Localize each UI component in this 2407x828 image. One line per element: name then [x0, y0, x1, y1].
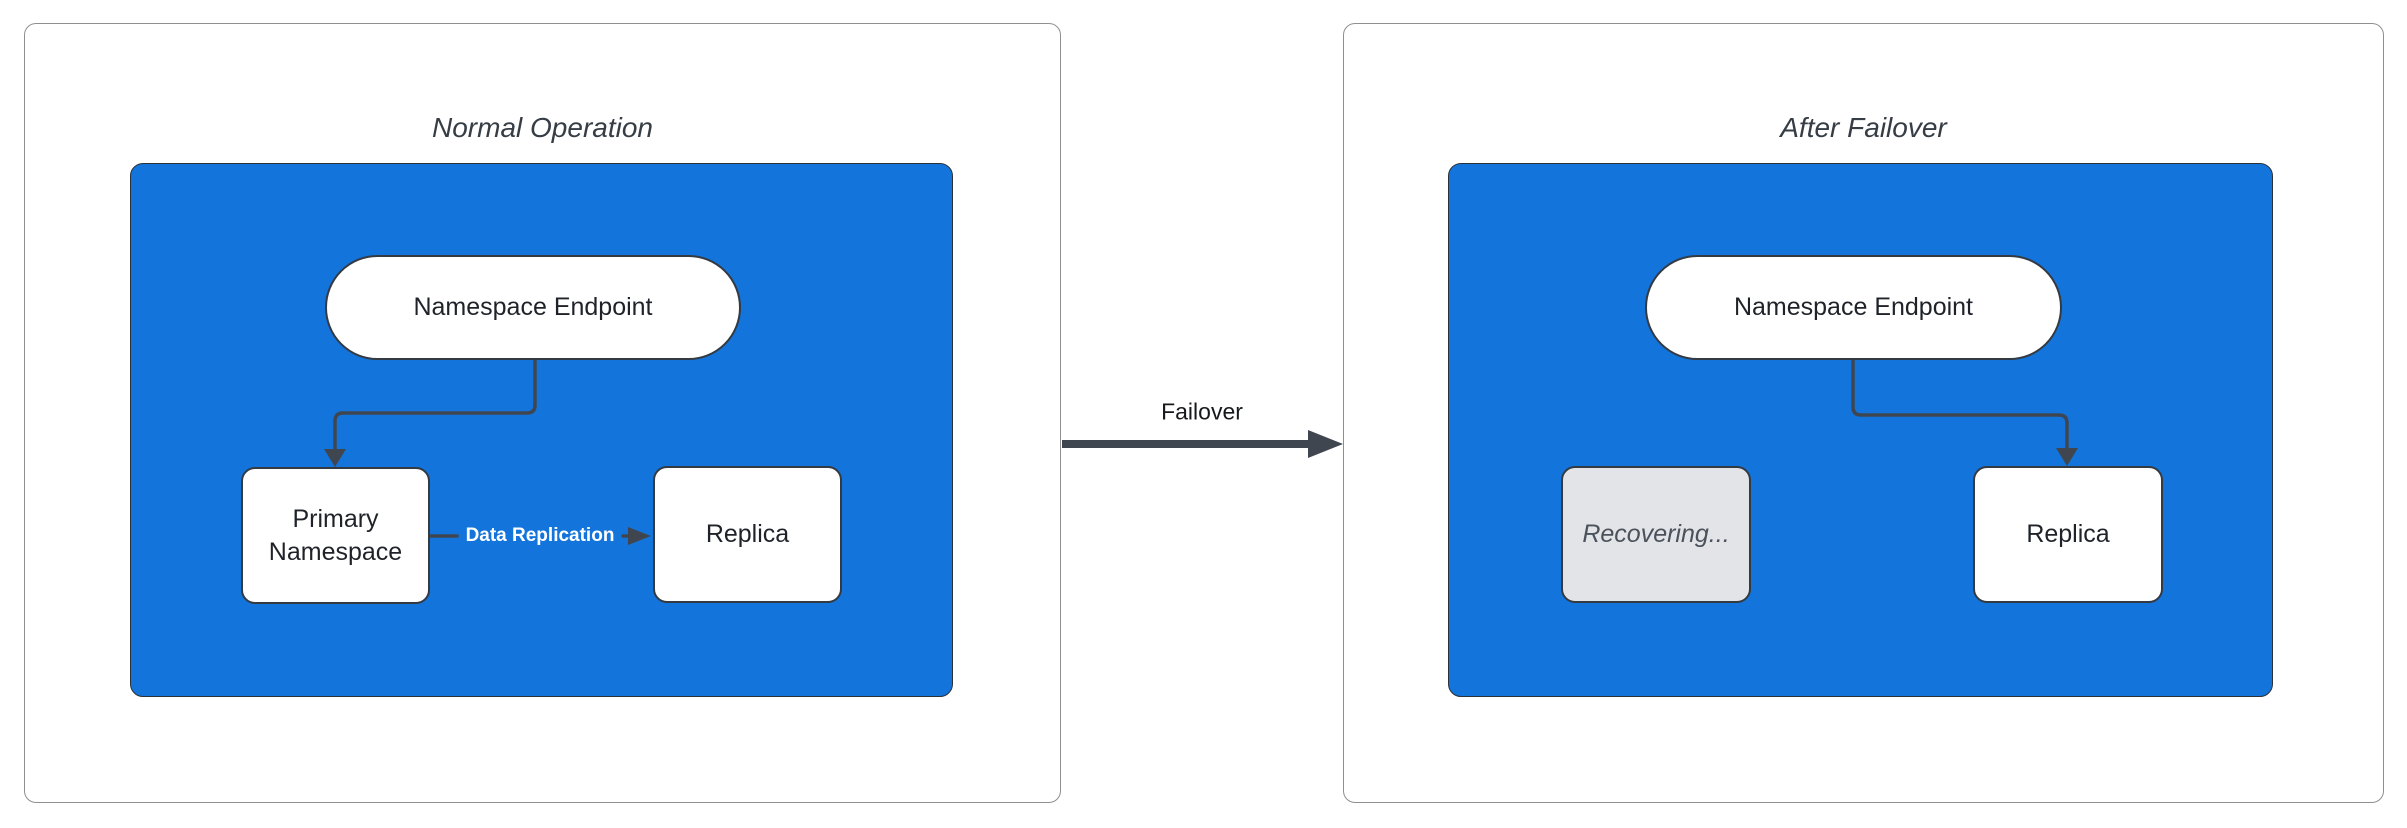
node-namespace-endpoint-right-label: Namespace Endpoint	[1733, 293, 1974, 321]
node-replica-left: Replica	[653, 466, 842, 603]
cluster-after-failover	[1448, 163, 2273, 697]
node-primary-namespace-label: Primary Namespace	[268, 504, 403, 566]
panel-title-after-failover: After Failover	[1780, 112, 1947, 143]
node-recovering: Recovering...	[1561, 466, 1751, 603]
edge-failover-arrowhead	[1308, 430, 1343, 458]
node-primary-namespace: Primary Namespace	[241, 467, 430, 604]
edge-label-data-replication: Data Replication	[458, 522, 622, 550]
node-recovering-label: Recovering...	[1582, 520, 1730, 548]
node-replica-right: Replica	[1973, 466, 2163, 603]
node-namespace-endpoint-left-label: Namespace Endpoint	[413, 293, 653, 321]
cluster-normal-operation	[130, 163, 953, 697]
node-namespace-endpoint-left: Namespace Endpoint	[325, 255, 741, 360]
panel-title-normal-operation: Normal Operation	[432, 112, 653, 143]
node-replica-left-label: Replica	[705, 520, 790, 548]
edge-label-failover: Failover	[1151, 396, 1253, 428]
node-namespace-endpoint-right: Namespace Endpoint	[1645, 255, 2062, 360]
node-replica-right-label: Replica	[2026, 520, 2110, 548]
